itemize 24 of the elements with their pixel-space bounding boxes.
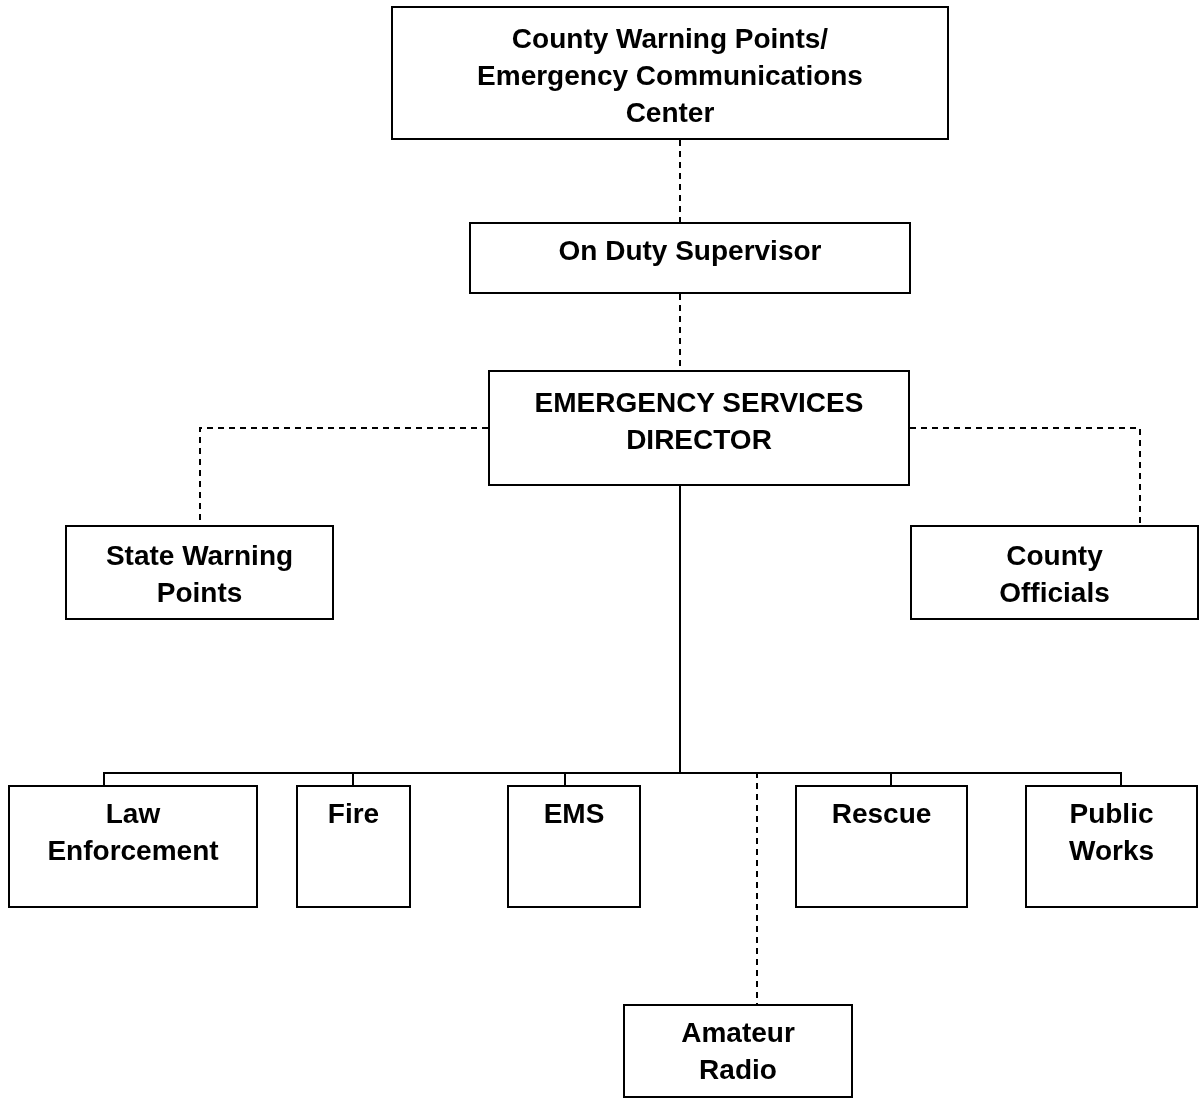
box-label: EMERGENCY SERVICES DIRECTOR — [533, 386, 865, 457]
box-label: Fire — [327, 797, 380, 831]
org-box — [8, 785, 258, 908]
box-label: Rescue — [831, 797, 932, 831]
org-box — [469, 222, 911, 294]
box-label: EMS — [543, 797, 605, 831]
box-label: Law Enforcement — [46, 797, 220, 868]
box-label: Public Works — [1067, 797, 1156, 868]
org-box — [795, 785, 968, 908]
org-box — [910, 525, 1199, 620]
org-box — [65, 525, 334, 620]
org-box — [1025, 785, 1198, 908]
org-box — [623, 1004, 853, 1098]
org-box — [296, 785, 411, 908]
box-label: County Warning Points/ Emergency Communications Center — [476, 22, 864, 130]
org-box — [488, 370, 910, 486]
box-label: State Warning Points — [104, 539, 295, 610]
connector-line — [909, 427, 1141, 526]
box-label: Amateur Radio — [680, 1016, 796, 1087]
connector-line — [679, 139, 681, 223]
org-box — [391, 6, 949, 140]
org-box — [507, 785, 641, 908]
box-label: On Duty Supervisor — [558, 234, 822, 268]
box-label: County Officials — [998, 539, 1111, 610]
